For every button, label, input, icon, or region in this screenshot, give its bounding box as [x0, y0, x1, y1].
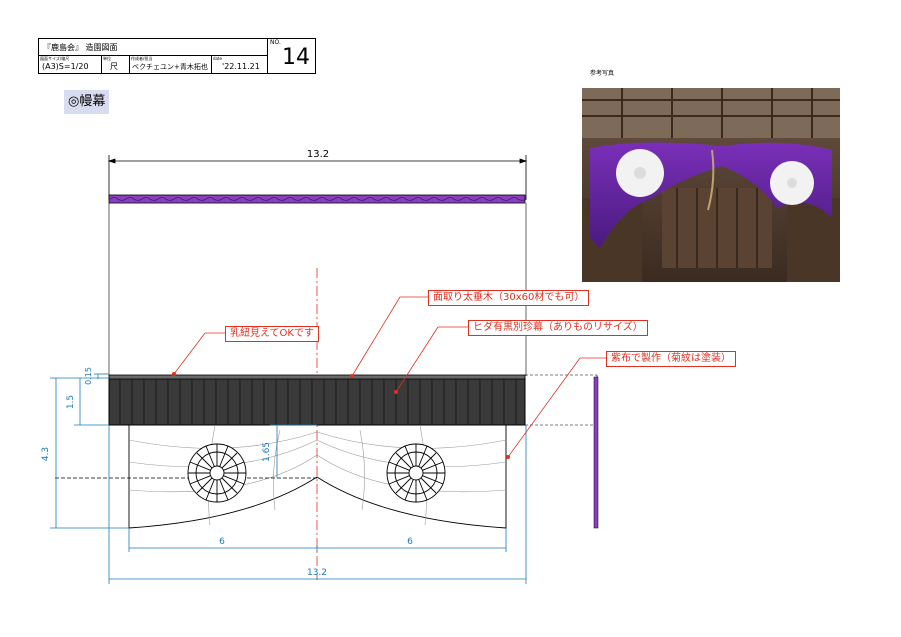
callout-fringe: ヒダ有黒別珍幕（ありものリサイズ） [468, 320, 648, 336]
plan-view-curtain [108, 194, 527, 204]
chrysanthemum-crest-left [187, 443, 247, 503]
side-view-curtain [593, 376, 599, 529]
scale-caption: 図面サイズ/縮尺 [40, 56, 70, 61]
callout-tassel: 乳紐見えてOKです [225, 326, 319, 342]
black-valance [108, 374, 526, 426]
right-half-label: 6 [407, 537, 413, 547]
title-block: 『鹿島会』 造園図面 図面サイズ/縮尺 (A3)S=1/20 単位 尺 作成者/… [38, 38, 316, 74]
sheet-number: 14 [282, 45, 310, 70]
drape-folds [128, 424, 507, 526]
date-value: '22.11.21 [222, 62, 260, 71]
date-cell: date '22.11.21 [211, 56, 267, 73]
valance-height-label: 1.5 [66, 395, 76, 409]
drawing-title: 『鹿島会』 造園図面 [39, 39, 267, 56]
sheet-number-cell: NO. 14 [267, 39, 315, 73]
swag-drapes [128, 425, 507, 529]
top-dimension-line [107, 155, 528, 200]
reference-photo [582, 88, 840, 282]
unit-value: 尺 [110, 62, 118, 71]
section-heading: ◎幔幕 [64, 90, 110, 114]
swag-depth-label: 1.65 [262, 442, 272, 462]
callout-rod: 面取り太垂木（30x60材でも可） [428, 290, 590, 306]
author-caption: 作成者/担当 [131, 56, 153, 61]
unit-cell: 単位 尺 [101, 56, 129, 73]
rod-height-label: 0.15 [84, 367, 93, 385]
chrysanthemum-crest-right [386, 443, 446, 503]
projection-lines [108, 203, 527, 376]
date-caption: date [213, 56, 223, 61]
bottom-width-label: 13.2 [307, 568, 327, 578]
callout-cloth: 紫布で製作（菊紋は塗装） [606, 351, 736, 367]
author-cell: 作成者/担当 ベクチェユン+青木拓也 [129, 56, 211, 73]
side-projection [525, 374, 598, 528]
height-total-label: 4.3 [41, 447, 51, 461]
top-width-label: 13.2 [307, 149, 329, 160]
author-value: ベクチェユン+青木拓也 [132, 63, 208, 71]
blue-dimensions [50, 373, 527, 584]
photo-caption: 参考写真 [590, 70, 615, 77]
unit-caption: 単位 [103, 56, 111, 61]
left-half-label: 6 [219, 537, 225, 547]
scale-value: (A3)S=1/20 [42, 62, 89, 71]
callout-leaders [171, 296, 606, 459]
sheet-number-label: NO. [270, 39, 281, 46]
scale-cell: 図面サイズ/縮尺 (A3)S=1/20 [39, 56, 101, 73]
